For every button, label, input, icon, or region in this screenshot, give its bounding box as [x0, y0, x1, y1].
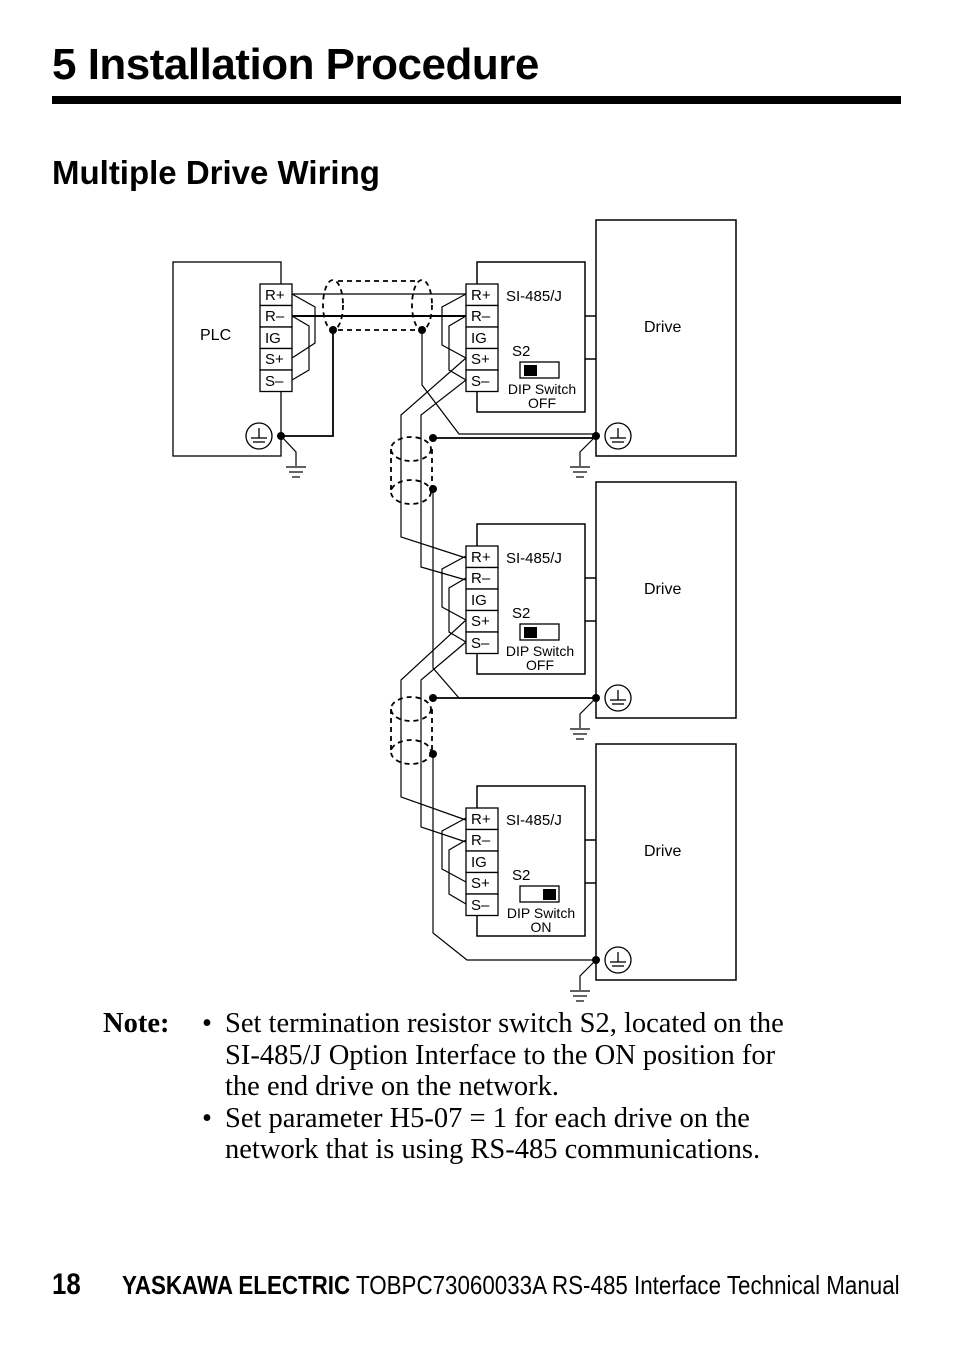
drive-label: Drive [644, 581, 681, 598]
dip-switch-knob [543, 889, 556, 900]
dip-switch-knob [524, 627, 537, 638]
terminal-sminus: S– [471, 635, 490, 652]
dip-label: DIP Switch [507, 905, 575, 921]
plc-terminal-rplus: R+ [265, 287, 285, 304]
plc-ground [245, 326, 337, 478]
plc-terminal-sminus: S– [265, 373, 284, 390]
terminal-rminus: R– [471, 832, 491, 849]
terminal-rplus: R+ [471, 287, 491, 304]
drive-label: Drive [644, 319, 681, 336]
earth-ground-icon [570, 728, 590, 740]
plc-label: PLC [200, 327, 231, 344]
switch-label: S2 [512, 605, 530, 622]
dip-label: DIP Switch [508, 381, 576, 397]
note-item: • Set termination resistor switch S2, lo… [202, 1008, 802, 1103]
terminal-rplus: R+ [471, 549, 491, 566]
terminal-ig: IG [471, 330, 487, 347]
dip-switch-knob [524, 365, 537, 376]
bullet-icon: • [202, 1008, 212, 1039]
earth-ground-icon [570, 466, 590, 478]
earth-ground-icon [286, 466, 306, 478]
plc-terminal-ig: IG [265, 330, 281, 347]
dip-state: OFF [526, 657, 554, 673]
cable-drive2-to-drive3 [390, 619, 596, 961]
cable-plc-to-drive1 [292, 279, 596, 435]
terminal-sminus: S– [471, 897, 490, 914]
option-card-label: SI-485/J [506, 812, 562, 829]
drive-unit-3: Drive SI-485/J R+ R– IG S+ S– S2 DIP Swi… [441, 743, 737, 1002]
option-card-label: SI-485/J [506, 288, 562, 305]
terminal-splus: S+ [471, 613, 490, 630]
plc-terminal-splus: S+ [265, 351, 284, 368]
footer-brand: YASKAWA ELECTRIC [121, 1270, 351, 1300]
note-bullets: • Set termination resistor switch S2, lo… [202, 1008, 802, 1166]
drive-box [595, 219, 737, 457]
terminal-splus: S+ [471, 875, 490, 892]
wiring-diagram: PLC R+ R– IG S+ S– [172, 219, 737, 1002]
page-number: 18 [52, 1268, 81, 1301]
option-card-label: SI-485/J [506, 550, 562, 567]
terminal-rminus: R– [471, 308, 491, 325]
earth-ground-icon [570, 990, 590, 1002]
bullet-icon: • [202, 1102, 212, 1134]
section-title: 5 Installation Procedure [52, 40, 539, 89]
switch-label: S2 [512, 343, 530, 360]
footer-doc-title: TOBPC73060033A RS-485 Interface Technica… [355, 1270, 900, 1300]
terminal-ig: IG [471, 592, 487, 609]
section-rule [52, 96, 901, 104]
plc-terminal-rminus: R– [265, 308, 285, 325]
drive-unit-1: Drive SI-485/J R+ R– IG S+ S– S2 DIP Swi… [441, 219, 737, 478]
terminal-rminus: R– [471, 570, 491, 587]
note-item: • Set parameter H5-07 = 1 for each drive… [202, 1103, 802, 1166]
note-item-text: Set parameter H5-07 = 1 for each drive o… [225, 1102, 761, 1166]
page-footer: 18 YASKAWA ELECTRIC TOBPC73060033A RS-485… [52, 1268, 900, 1302]
note-label: Note: [103, 1008, 170, 1039]
plc-terminal-block: R+ R– IG S+ S– [259, 283, 293, 393]
dip-state: ON [531, 919, 552, 935]
drive-box [595, 743, 737, 981]
dip-label: DIP Switch [506, 643, 574, 659]
drive-unit-2: Drive SI-485/J R+ R– IG S+ S– S2 DIP Swi… [441, 481, 737, 740]
terminal-ig: IG [471, 854, 487, 871]
terminal-splus: S+ [471, 351, 490, 368]
dip-state: OFF [528, 395, 556, 411]
plc-jumpers [291, 293, 316, 381]
subsection-title: Multiple Drive Wiring [52, 154, 380, 191]
drive-box [595, 481, 737, 719]
terminal-sminus: S– [471, 373, 490, 390]
terminal-rplus: R+ [471, 811, 491, 828]
switch-label: S2 [512, 867, 530, 884]
note-item-text: Set termination resistor switch S2, loca… [225, 1008, 784, 1102]
drive-label: Drive [644, 843, 681, 860]
